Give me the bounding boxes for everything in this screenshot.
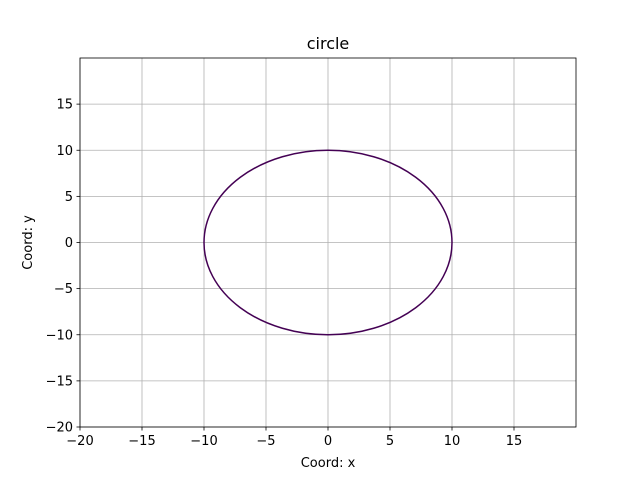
x-tick-label: 5: [386, 434, 394, 449]
x-tick-label: 15: [506, 434, 523, 449]
y-tick-label: −15: [46, 374, 73, 389]
x-tick-label: 0: [324, 434, 332, 449]
x-tick-label: 10: [444, 434, 461, 449]
ticks: −20 −15 −10 −5 0 5 10 15 −20 −15 −10 −5 0 5 10 15: [46, 98, 523, 449]
chart-title: circle: [307, 34, 350, 53]
y-tick-label: 0: [65, 236, 73, 251]
x-tick-label: −20: [66, 434, 93, 449]
y-tick-label: −10: [46, 328, 73, 343]
y-axis-label: Coord: y: [21, 215, 36, 270]
y-tick-label: 10: [56, 144, 73, 159]
grid: [79, 58, 576, 428]
circle-series-line: [203, 149, 453, 336]
x-tick-label: −10: [190, 434, 217, 449]
y-tick-label: 5: [65, 190, 73, 205]
y-tick-label: 15: [56, 98, 73, 113]
y-tick-label: −5: [54, 282, 73, 297]
plot-data: [203, 149, 453, 336]
y-tick-label: −20: [46, 421, 73, 436]
x-axis-label: Coord: x: [301, 456, 356, 471]
x-tick-label: −15: [128, 434, 155, 449]
x-tick-label: −5: [256, 434, 275, 449]
